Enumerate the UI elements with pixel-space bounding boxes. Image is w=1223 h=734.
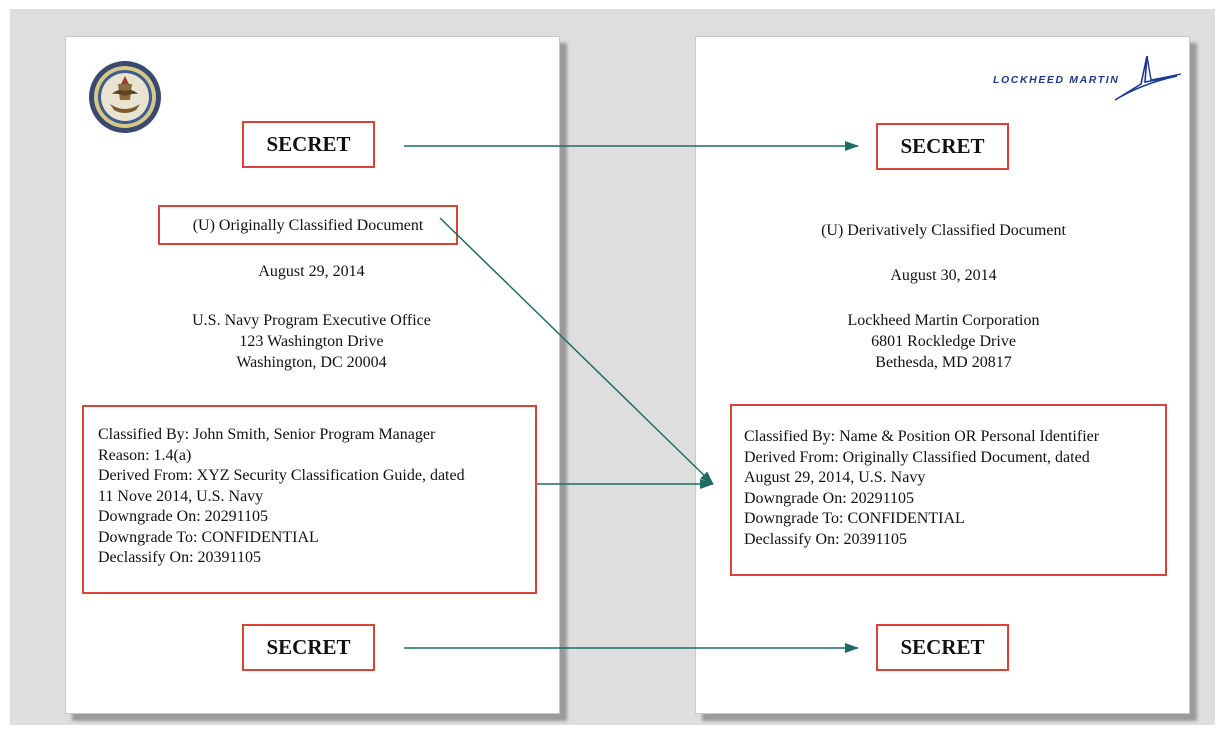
lockheed-martin-logo: LOCKHEED MARTIN (993, 54, 1183, 104)
classification-line: Declassify On: 20391105 (744, 530, 907, 548)
left-document-address: U.S. Navy Program Executive Office 123 W… (65, 310, 558, 373)
address-line: 6801 Rockledge Drive (871, 333, 1016, 350)
classification-line: Derived From: XYZ Security Classificatio… (98, 467, 465, 484)
classification-line: Downgrade On: 20291105 (98, 508, 269, 525)
classification-line: Reason: 1.4(a) (98, 446, 192, 464)
address-line: 123 Washington Drive (239, 333, 384, 350)
left-document-title-box: (U) Originally Classified Document (158, 205, 458, 245)
left-bottom-secret-marking: SECRET (242, 624, 375, 671)
right-document-address: Lockheed Martin Corporation 6801 Rockled… (695, 310, 1192, 373)
classification-line: Classified By: Name & Position OR Person… (744, 428, 1100, 445)
right-document-title: (U) Derivatively Classified Document (821, 222, 1066, 239)
left-document-date: August 29, 2014 (258, 263, 365, 280)
classification-line: Declassify On: 20391105 (98, 549, 261, 566)
right-bottom-secret-marking: SECRET (876, 624, 1009, 671)
classification-line: Classified By: John Smith, Senior Progra… (98, 426, 436, 443)
address-line: Washington, DC 20004 (236, 354, 387, 371)
address-line: Lockheed Martin Corporation (847, 312, 1040, 329)
right-classification-block: Classified By: Name & Position OR Person… (730, 404, 1167, 576)
classification-line: 11 Nove 2014, U.S. Navy (98, 487, 264, 505)
right-top-secret-marking: SECRET (876, 123, 1009, 170)
lockheed-martin-star-icon (1114, 55, 1182, 101)
address-line: Bethesda, MD 20817 (875, 354, 1012, 371)
address-line: U.S. Navy Program Executive Office (192, 312, 431, 329)
left-top-secret-marking: SECRET (242, 121, 375, 168)
logo-wordmark: LOCKHEED MARTIN (993, 74, 1120, 86)
classification-line: Downgrade To: CONFIDENTIAL (744, 510, 965, 527)
classification-line: Derived From: Originally Classified Docu… (744, 448, 1090, 466)
right-document-date: August 30, 2014 (890, 267, 997, 284)
classification-line: Downgrade To: CONFIDENTIAL (98, 528, 319, 546)
classification-line: August 29, 2014, U.S. Navy (744, 469, 926, 486)
left-classification-block: Classified By: John Smith, Senior Progra… (82, 405, 537, 594)
left-document-title: (U) Originally Classified Document (192, 217, 424, 234)
classification-line: Downgrade On: 20291105 (744, 489, 915, 507)
navy-seal-icon (89, 61, 161, 133)
